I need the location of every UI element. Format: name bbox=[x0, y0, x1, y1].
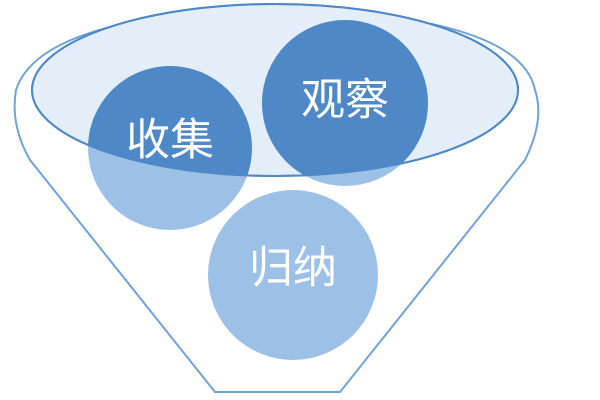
ball-observe-rim-part bbox=[262, 20, 428, 176]
funnel-rim-outline bbox=[31, 3, 519, 177]
ball-collect-label: 收集 bbox=[126, 115, 214, 166]
ball-induce bbox=[208, 190, 378, 360]
ball-collect-rim-part bbox=[88, 66, 252, 176]
ball-observe-label: 观察 bbox=[301, 75, 389, 126]
rim-overlap bbox=[88, 20, 428, 176]
ball-induce-label: 归纳 bbox=[249, 243, 337, 294]
